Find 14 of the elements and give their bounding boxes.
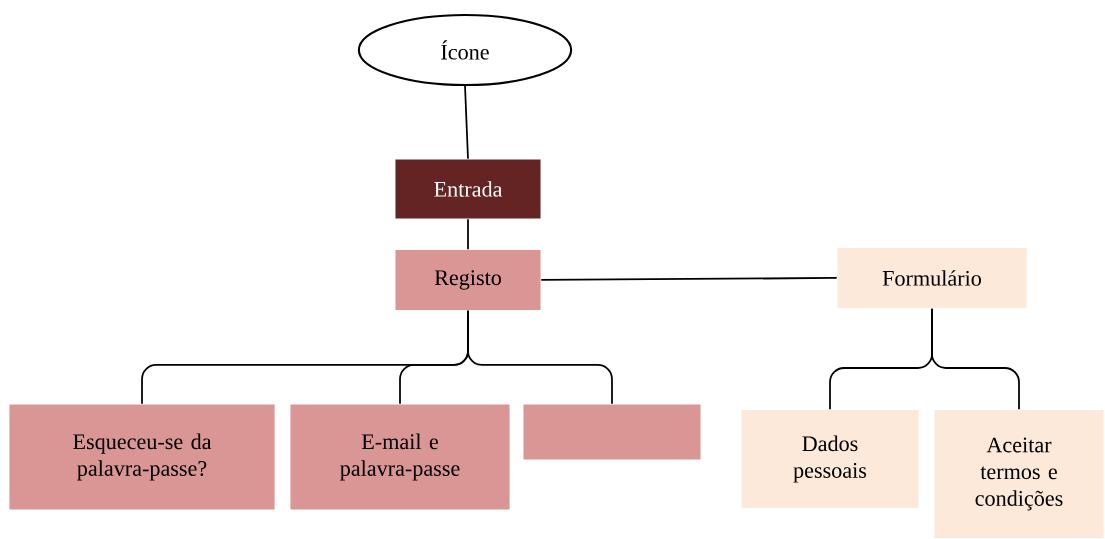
box: E-mail e palavra-passe — [290, 404, 510, 510]
box: Dados pessoais — [741, 409, 919, 508]
box: Entrada — [395, 159, 541, 219]
box: Aceitar termos e condições — [934, 409, 1104, 539]
connector-line — [931, 307, 1020, 411]
ellipse-node: Ícone — [357, 13, 573, 87]
box: Formulário — [837, 247, 1027, 308]
box: Esqueceu-se da palavra-passe? — [9, 404, 275, 510]
connector-line — [467, 309, 613, 405]
connector-line — [540, 277, 838, 281]
box: Registo — [395, 249, 541, 310]
box — [523, 404, 701, 460]
connector-line — [467, 218, 469, 251]
connector-line — [464, 85, 469, 160]
